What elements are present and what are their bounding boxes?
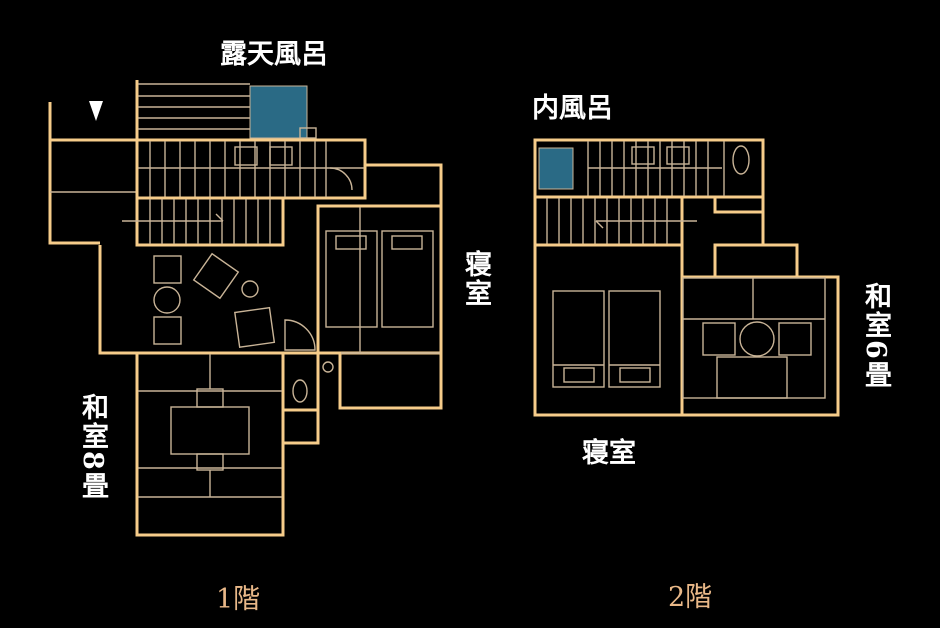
room-label-outdoor-bath: 露天風呂 [220,39,328,70]
floor-label-2f: 2階 [668,582,713,613]
room-label-washitsu-8: 和室8畳 [77,393,108,501]
room-label-bedroom-1f: 寝室 [460,250,491,308]
entrance-arrow-icon [89,101,103,121]
living-furniture [153,252,316,351]
washitsu-6-2f [680,275,840,417]
room-label-indoor-bath: 内風呂 [532,93,613,124]
floor-2-plan [533,138,840,417]
bedroom-1f [316,204,443,355]
room-label-washitsu-6: 和室6畳 [860,282,891,390]
washitsu-8-1f [135,351,285,537]
room-label-bedroom-2f: 寝室 [582,438,636,469]
floor-label-1f: 1階 [216,584,261,615]
outdoor-bath-deck [135,80,317,140]
indoor-bathtub [538,147,574,190]
outdoor-bathtub [249,85,308,139]
washroom-1f [135,138,367,200]
floor-1-plan [48,80,443,537]
